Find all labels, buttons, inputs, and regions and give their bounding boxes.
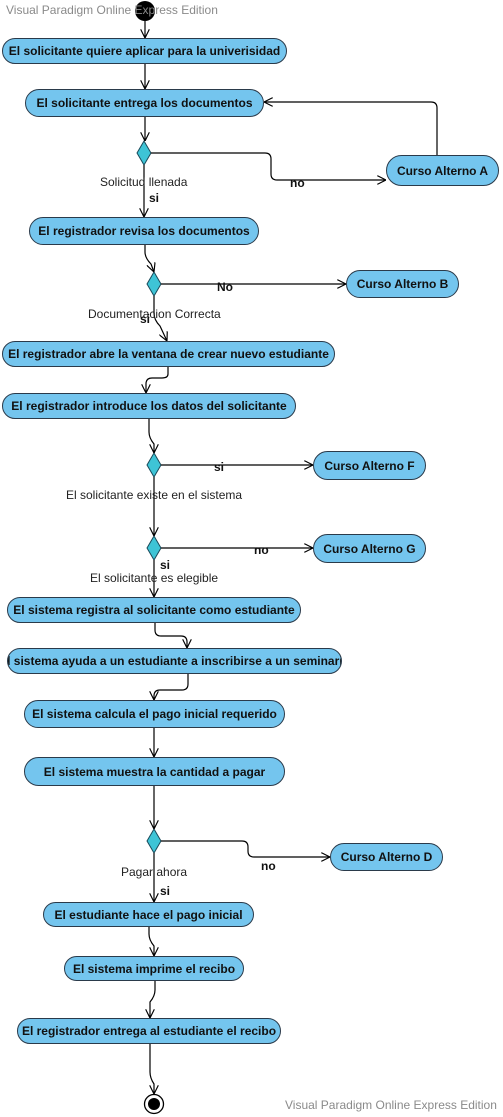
flow-d5-cd <box>161 840 330 857</box>
decision-label-existe: El solicitante existe en el sistema <box>66 488 243 502</box>
flow-ca-a2 <box>264 102 438 155</box>
guard-d2-si: si <box>140 312 151 326</box>
flow-a12-end <box>149 1044 154 1094</box>
watermark-bottom: Visual Paradigm Online Express Edition <box>285 1098 497 1112</box>
flow-d2-a4 <box>153 296 167 341</box>
flow-a7-a8 <box>154 674 189 700</box>
decision-label-documentacion: Documentacion Correcta <box>88 307 221 321</box>
flow-a5-d3 <box>148 419 154 453</box>
guard-d4-si: si <box>160 558 171 572</box>
decision-solicitud <box>136 140 152 166</box>
flow-a10-a11 <box>148 927 154 956</box>
activity-hace-pago[interactable]: El estudiante hace el pago inicial <box>43 902 254 927</box>
flow-a11-a12 <box>150 981 156 1018</box>
guard-d5-no: no <box>261 859 276 873</box>
alternate-course-a[interactable]: Curso Alterno A <box>386 155 499 186</box>
guard-d5-si: si <box>160 884 171 898</box>
final-node <box>143 1093 165 1115</box>
decision-pagar <box>146 828 162 854</box>
guard-d4-no: no <box>254 543 269 557</box>
activity-ayuda-inscribirse[interactable]: El sistema ayuda a un estudiante a inscr… <box>7 648 342 674</box>
flow-a4-a5 <box>146 367 169 393</box>
decision-elegible <box>146 535 162 561</box>
flow-d1-ca <box>151 152 386 180</box>
watermark-top: Visual Paradigm Online Express Edition <box>6 3 218 17</box>
decision-existe <box>146 452 162 478</box>
alternate-course-d[interactable]: Curso Alterno D <box>330 843 443 871</box>
guard-d3-si: si <box>214 460 225 474</box>
activity-calcula-pago[interactable]: El sistema calcula el pago inicial reque… <box>24 700 285 728</box>
activity-revisa-documentos[interactable]: El registrador revisa los documentos <box>29 217 259 245</box>
flow-a3-d2 <box>144 245 154 272</box>
alternate-course-b[interactable]: Curso Alterno B <box>346 270 459 298</box>
alternate-course-g[interactable]: Curso Alterno G <box>313 534 426 563</box>
decision-label-solicitud: Solicitud llenada <box>100 175 188 189</box>
alternate-course-f[interactable]: Curso Alterno F <box>313 451 426 480</box>
guard-d1-si: si <box>149 191 160 205</box>
activity-quiere-aplicar[interactable]: El solicitante quiere aplicar para la un… <box>2 38 287 64</box>
decision-label-pagar: Pagar ahora <box>121 865 188 879</box>
activity-abre-ventana[interactable]: El registrador abre la ventana de crear … <box>2 341 335 367</box>
guard-d1-no: no <box>290 176 305 190</box>
activity-registra-estudiante[interactable]: El sistema registra al solicitante como … <box>7 597 301 623</box>
initial-node <box>135 1 155 21</box>
activity-introduce-datos[interactable]: El registrador introduce los datos del s… <box>2 393 296 419</box>
decision-label-elegible: El solicitante es elegible <box>90 571 219 585</box>
activity-muestra-cantidad[interactable]: El sistema muestra la cantidad a pagar <box>24 757 285 786</box>
decision-documentacion <box>146 271 162 297</box>
flow-a6-a7 <box>154 623 187 648</box>
guard-d2-no: No <box>217 280 233 294</box>
activity-entrega-recibo[interactable]: El registrador entrega al estudiante el … <box>17 1018 281 1044</box>
activity-entrega-documentos[interactable]: El solicitante entrega los documentos <box>25 89 264 117</box>
activity-imprime-recibo[interactable]: El sistema imprime el recibo <box>64 956 244 981</box>
